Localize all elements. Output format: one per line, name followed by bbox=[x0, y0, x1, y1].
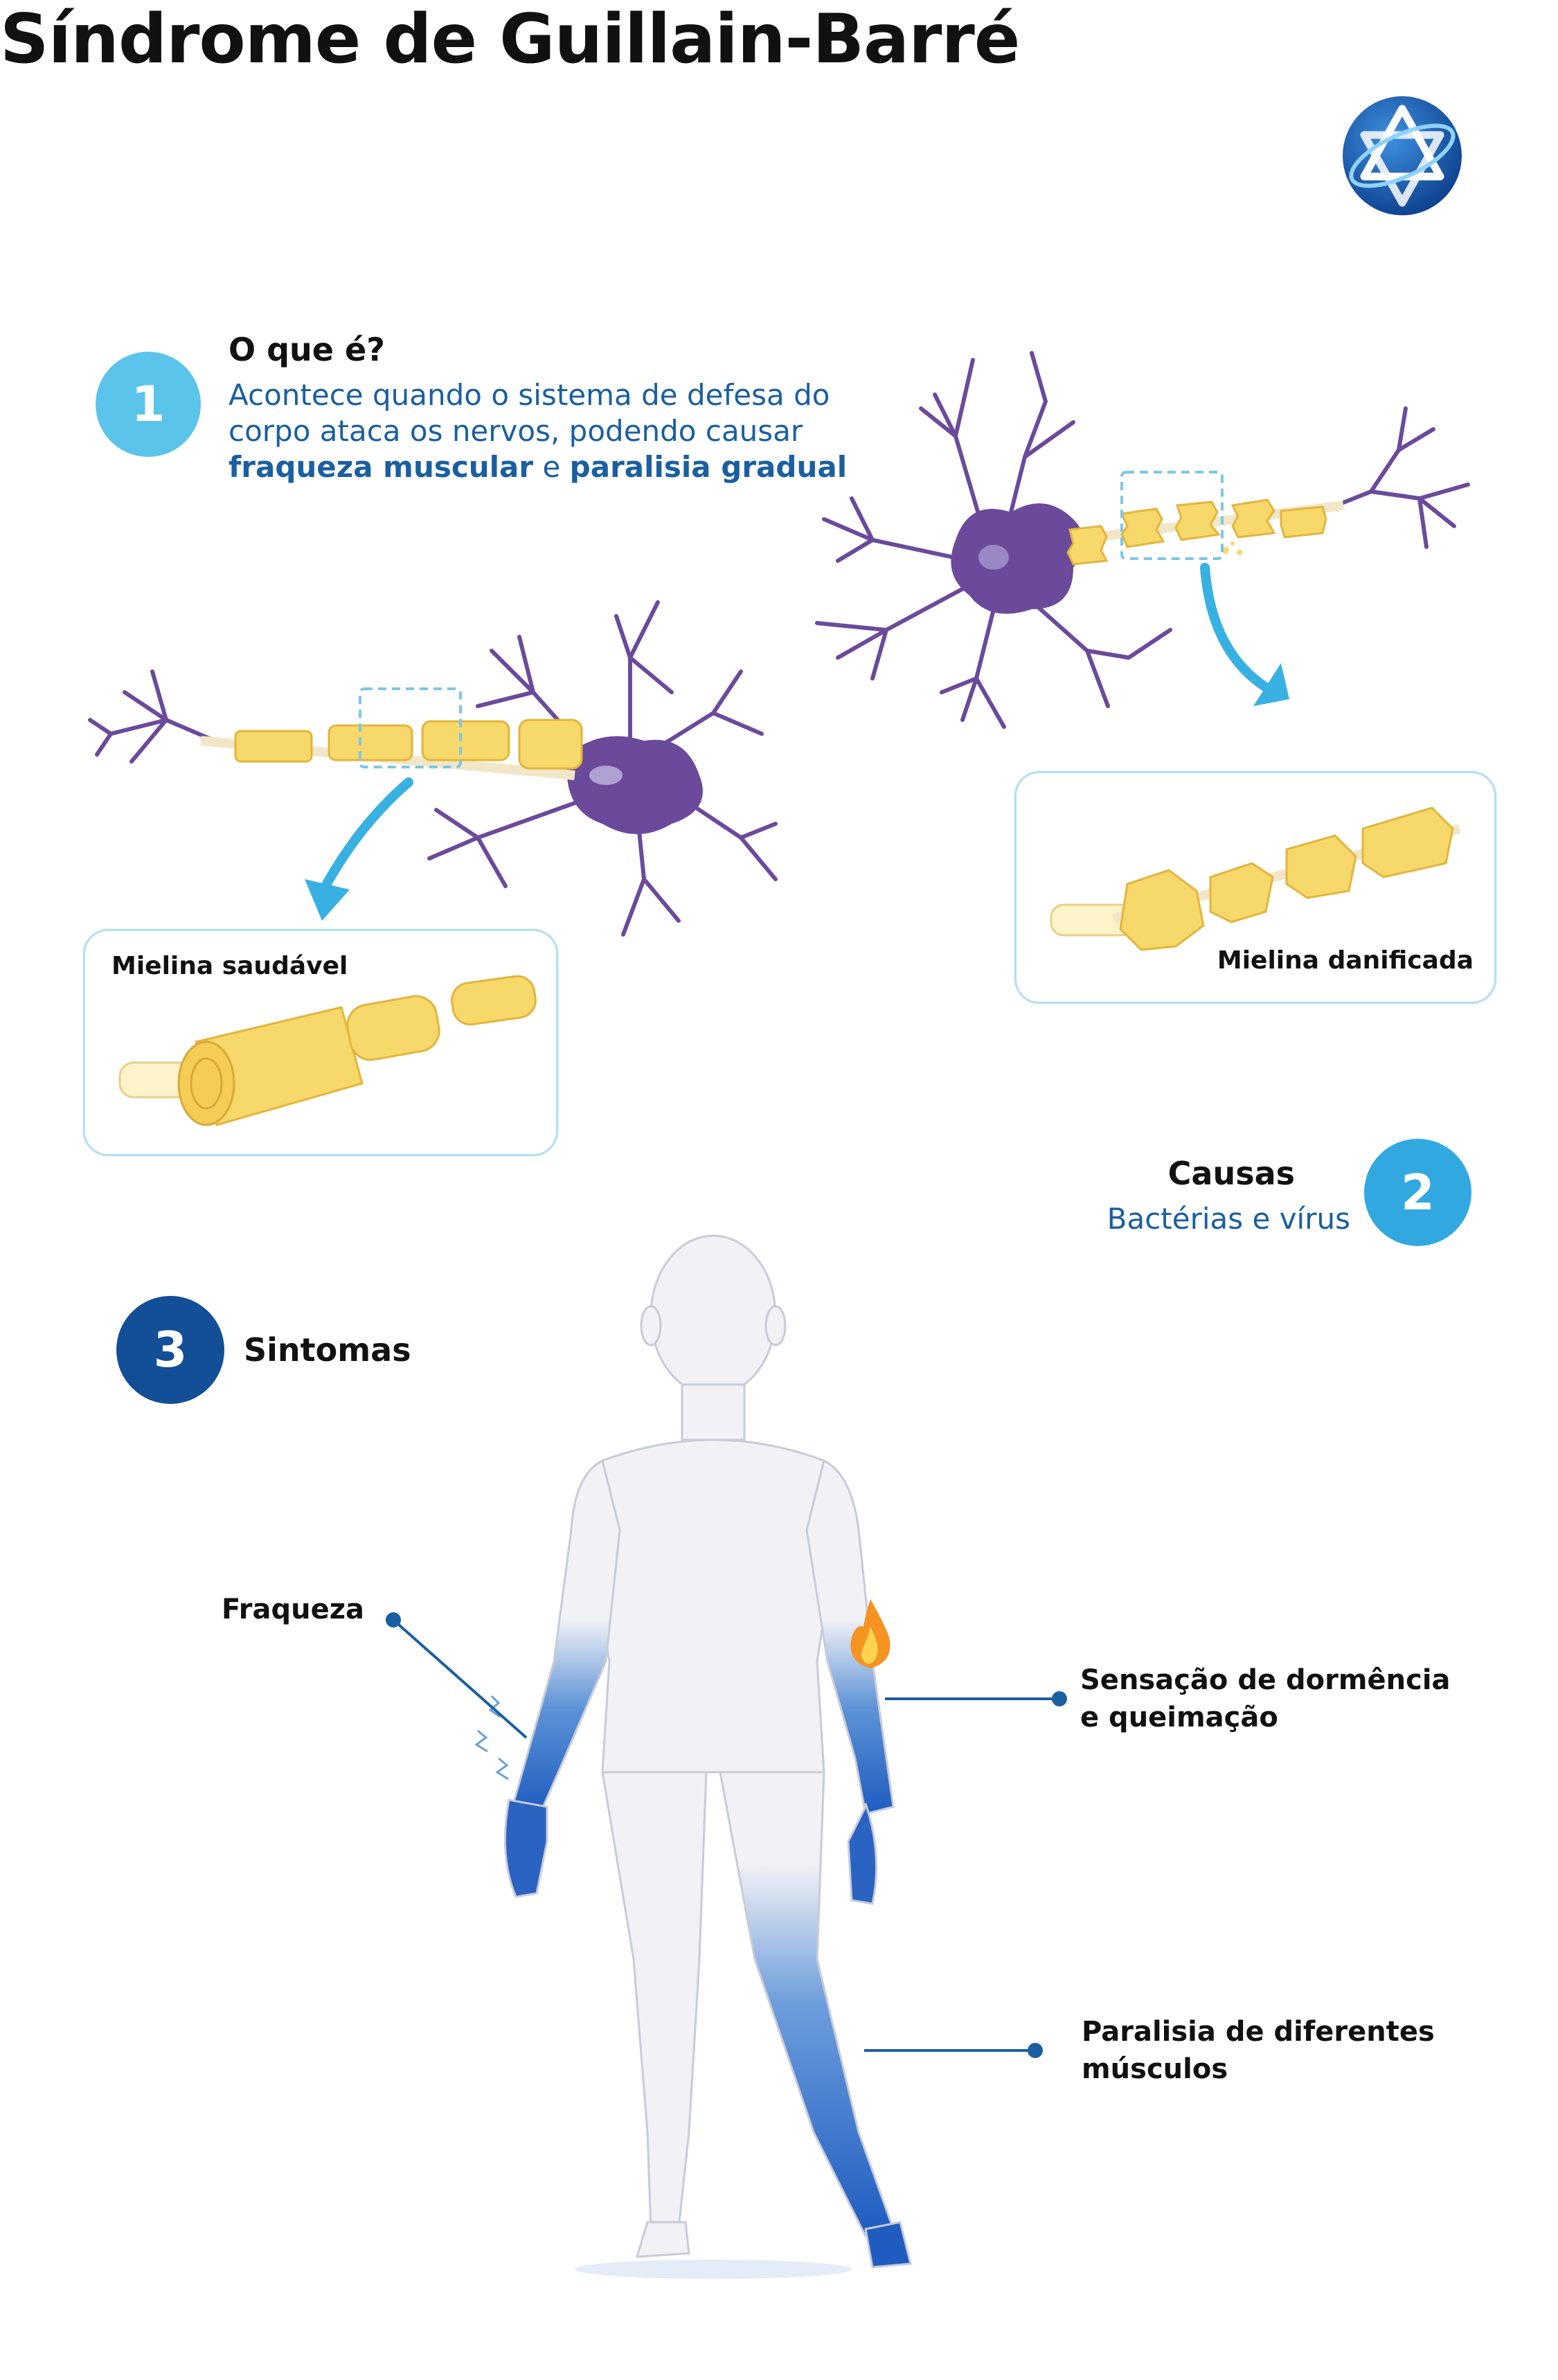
section-2-text: Bactérias e vírus bbox=[1107, 1202, 1350, 1236]
section-3-heading: Sintomas bbox=[244, 1331, 411, 1369]
paralysis-term: paralisia gradual bbox=[569, 450, 848, 484]
healthy-myelin-illustration bbox=[118, 975, 537, 1126]
human-figure bbox=[503, 1234, 912, 2279]
step-1-badge: 1 bbox=[96, 352, 201, 457]
healthy-myelin-card: Mielina saudável bbox=[83, 929, 558, 1156]
weakness-term: fraqueza muscular bbox=[229, 450, 534, 484]
section-1-line-1: Acontece quando o sistema de defesa do bbox=[229, 378, 830, 412]
symptom-paralysis-line-2: músculos bbox=[1082, 2053, 1228, 2085]
symptom-numbness-line-1: Sensação de dormência bbox=[1080, 1664, 1451, 1696]
healthy-myelin-label: Mielina saudável bbox=[111, 952, 348, 980]
neuron-damaged bbox=[815, 351, 1470, 729]
section-1-text: Acontece quando o sistema de defesa do c… bbox=[229, 377, 893, 485]
arrow-down-icon bbox=[1200, 563, 1279, 697]
step-3-badge: 3 bbox=[116, 1296, 224, 1404]
symptom-weakness: Fraqueza bbox=[222, 1594, 364, 1625]
section-1-line-3: fraqueza muscular e paralisia gradual bbox=[229, 449, 893, 485]
conjunction: e bbox=[533, 450, 570, 484]
logo-star-icon bbox=[1343, 96, 1462, 215]
step-2-badge: 2 bbox=[1364, 1139, 1471, 1246]
symptom-paralysis: Paralisia de diferentes músculos bbox=[1082, 2013, 1435, 2088]
section-1-heading: O que é? bbox=[229, 331, 385, 368]
page-title: Síndrome de Guillain-Barré bbox=[0, 0, 1020, 79]
symptom-paralysis-line-1: Paralisia de diferentes bbox=[1082, 2016, 1435, 2048]
section-2-heading: Causas bbox=[1167, 1155, 1295, 1192]
symptom-numbness: Sensação de dormência e queimação bbox=[1080, 1661, 1451, 1736]
section-1-line-2: corpo ataca os nervos, podendo causar bbox=[229, 414, 803, 448]
damaged-myelin-card: Mielina danificada bbox=[1014, 771, 1496, 1004]
damaged-myelin-label: Mielina danificada bbox=[1217, 946, 1474, 975]
flame-icon bbox=[850, 1599, 890, 1668]
neuron-healthy bbox=[88, 600, 778, 937]
tingle-icon bbox=[474, 1695, 509, 1781]
symptom-numbness-line-2: e queimação bbox=[1080, 1702, 1278, 1733]
damaged-myelin-illustration bbox=[1050, 806, 1461, 951]
